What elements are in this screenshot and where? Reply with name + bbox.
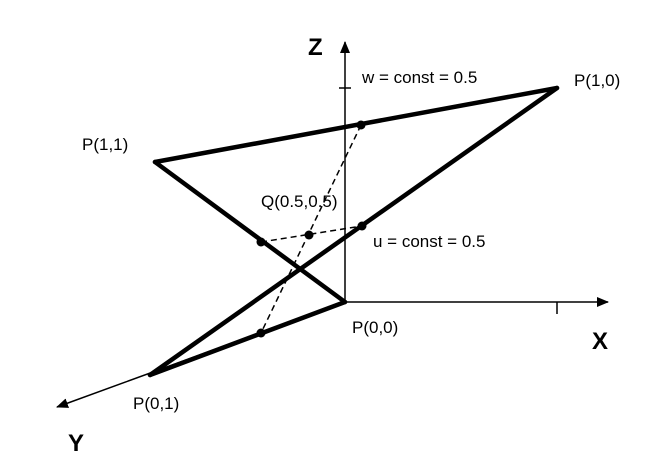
u-const-annotation: u = const = 0.5 (373, 232, 485, 251)
point-label-p11: P(1,1) (82, 135, 128, 154)
point-label-q: Q(0.5,0.5) (261, 192, 338, 211)
point-label-p01: P(0,1) (133, 394, 179, 413)
w-const-annotation: w = const = 0.5 (361, 68, 477, 87)
point-label-p00: P(0,0) (352, 318, 398, 337)
edge-p11-p10 (152, 85, 560, 165)
edge-p11-p00 (152, 159, 348, 305)
z-axis-label: Z (308, 34, 323, 61)
x-axis-label: X (592, 328, 608, 355)
edge-p01-p10 (147, 85, 560, 378)
point-label-p10: P(1,0) (574, 71, 620, 90)
edge-p00-p01 (147, 299, 348, 378)
point-u-left (256, 237, 266, 247)
y-axis-label: Y (68, 430, 84, 457)
point-q (304, 230, 314, 240)
point-w-top (356, 120, 366, 130)
point-w-bottom (256, 328, 266, 338)
point-u-right (357, 221, 367, 231)
iso-line-w (260, 124, 362, 334)
